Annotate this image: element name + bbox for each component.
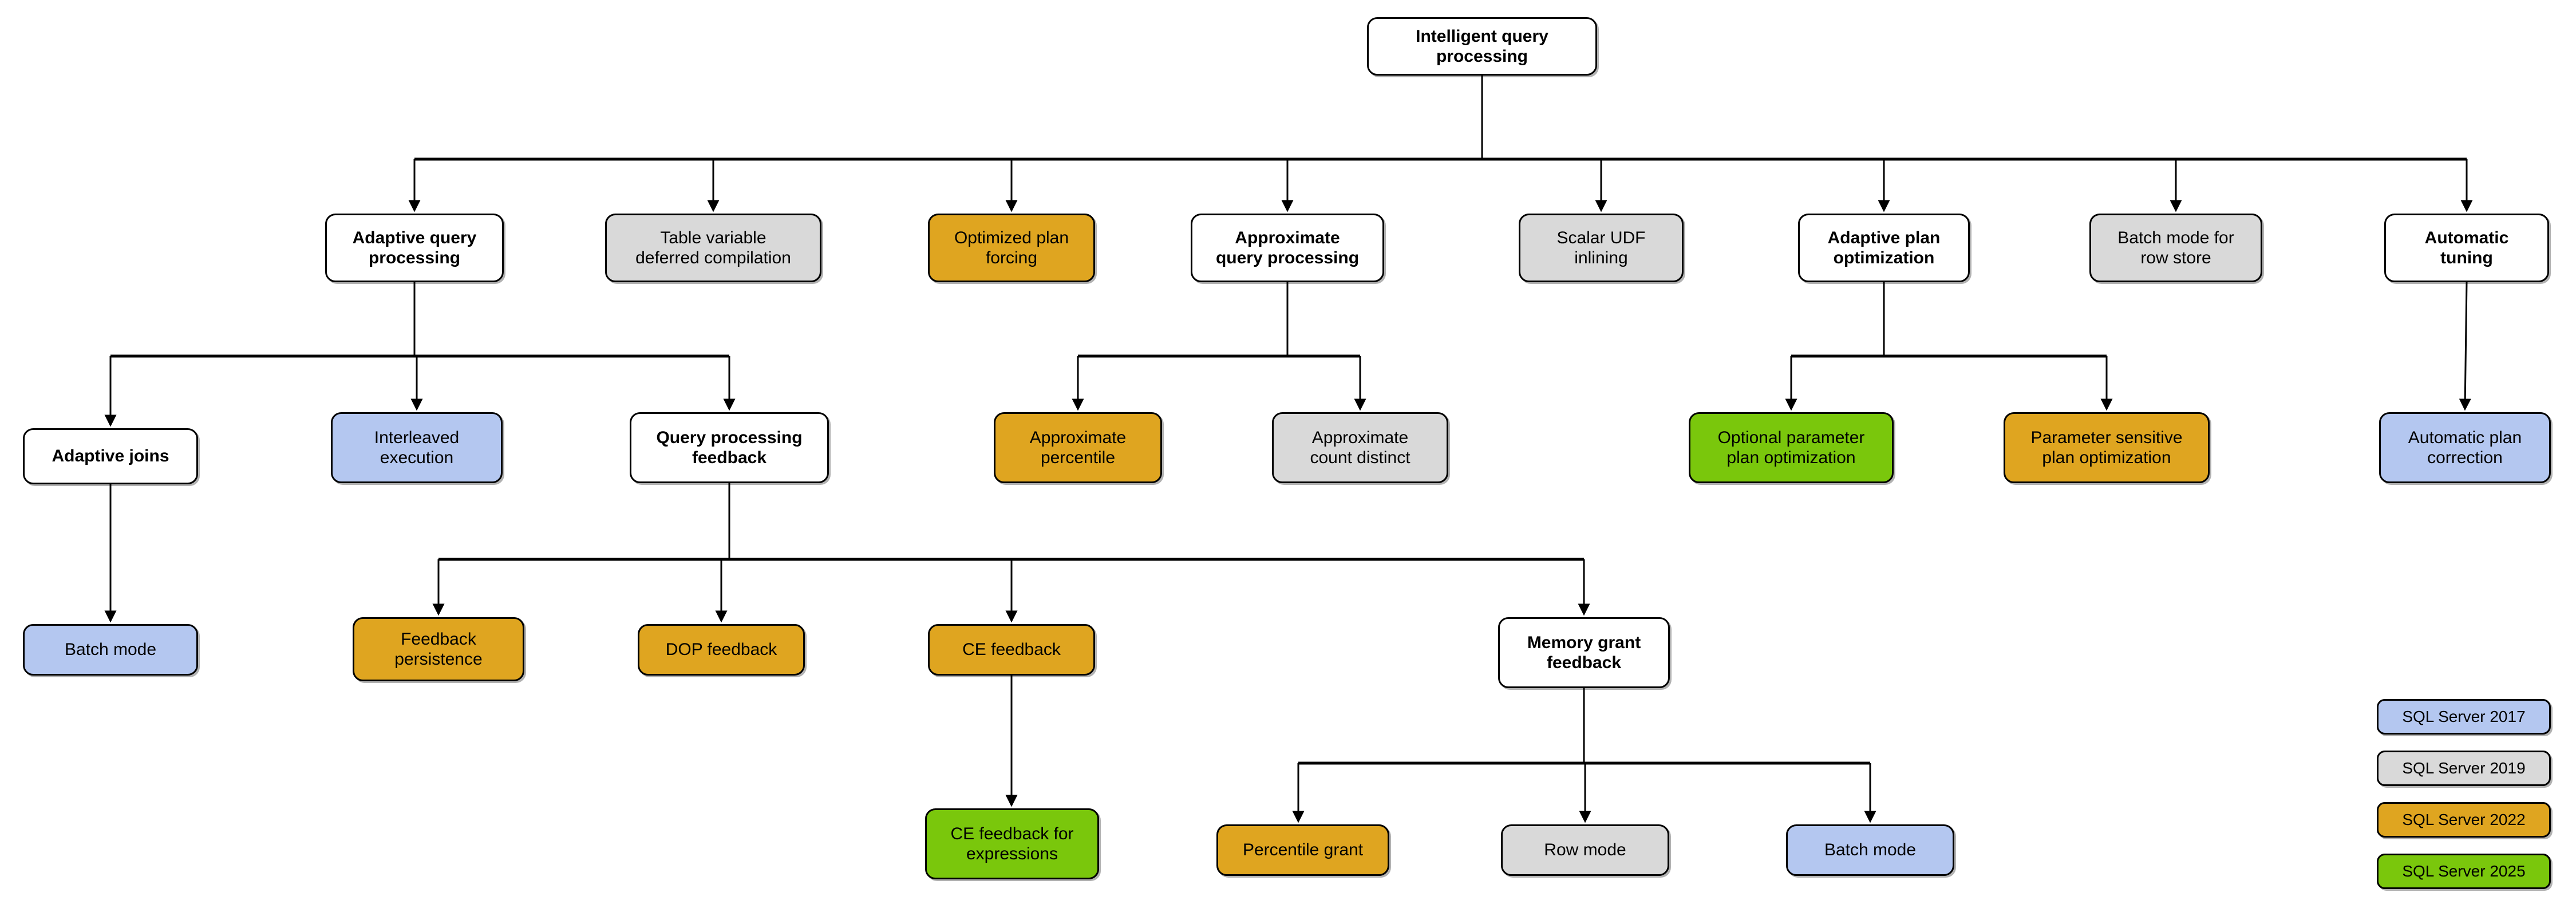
node-tvdc[interactable]: Table variable deferred compilation bbox=[605, 214, 821, 282]
legend-item-2: SQL Server 2022 bbox=[2377, 802, 2551, 838]
node-apo[interactable]: Adaptive plan optimization bbox=[1798, 214, 1970, 282]
node-adaptivejoins[interactable]: Adaptive joins bbox=[23, 428, 198, 484]
node-udf[interactable]: Scalar UDF inlining bbox=[1519, 214, 1684, 282]
node-interleaved[interactable]: Interleaved execution bbox=[331, 412, 503, 483]
node-bmrs[interactable]: Batch mode for row store bbox=[2089, 214, 2262, 282]
node-opf[interactable]: Optimized plan forcing bbox=[928, 214, 1095, 282]
node-oppo[interactable]: Optional parameter plan optimization bbox=[1689, 412, 1894, 483]
node-qpf[interactable]: Query processing feedback bbox=[630, 412, 829, 483]
node-acd[interactable]: Approximate count distinct bbox=[1272, 412, 1448, 483]
node-pctgrant[interactable]: Percentile grant bbox=[1216, 824, 1389, 876]
legend-item-0: SQL Server 2017 bbox=[2377, 699, 2551, 735]
node-fbpersist[interactable]: Feedback persistence bbox=[353, 617, 524, 681]
node-apq[interactable]: Approximate query processing bbox=[1191, 214, 1384, 282]
node-iqp[interactable]: Intelligent query processing bbox=[1367, 17, 1597, 76]
node-apc[interactable]: Automatic plan correction bbox=[2379, 412, 2551, 483]
node-cefb[interactable]: CE feedback bbox=[928, 624, 1095, 676]
node-dopfb[interactable]: DOP feedback bbox=[638, 624, 805, 676]
node-batchmode2[interactable]: Batch mode bbox=[1786, 824, 1954, 876]
edge-straight-autotune_branch-0 bbox=[2459, 282, 2471, 411]
node-mgf[interactable]: Memory grant feedback bbox=[1498, 617, 1670, 688]
node-apct[interactable]: Approximate percentile bbox=[994, 412, 1162, 483]
legend-item-3: SQL Server 2025 bbox=[2377, 854, 2551, 889]
node-batchmode1[interactable]: Batch mode bbox=[23, 624, 198, 676]
node-cefbexpr[interactable]: CE feedback for expressions bbox=[925, 808, 1099, 879]
node-rowmode[interactable]: Row mode bbox=[1501, 824, 1669, 876]
legend-item-1: SQL Server 2019 bbox=[2377, 751, 2551, 786]
node-autotune[interactable]: Automatic tuning bbox=[2384, 214, 2549, 282]
node-aqp[interactable]: Adaptive query processing bbox=[325, 214, 504, 282]
node-psp[interactable]: Parameter sensitive plan optimization bbox=[2004, 412, 2210, 483]
